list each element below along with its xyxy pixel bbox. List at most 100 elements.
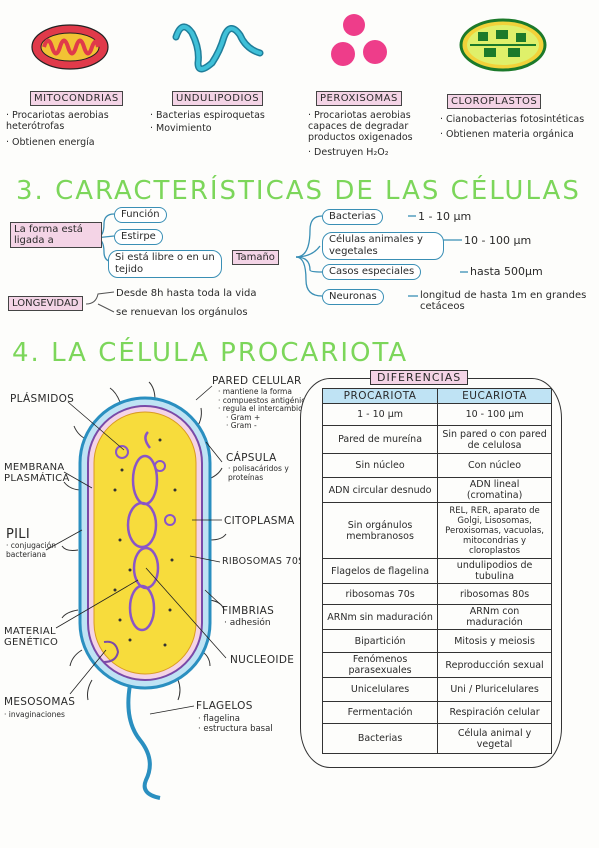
- cell-eucariota: Reproducción sexual: [437, 652, 552, 678]
- tamano-item-celulas: Células animales y vegetales: [322, 232, 444, 260]
- forma-item-estirpe: Estirpe: [114, 229, 163, 245]
- label-mesosomas-sub: · invaginaciones: [4, 710, 65, 719]
- pared-sub-line: · mantiene la forma: [218, 387, 292, 396]
- differences-title: DIFERENCIAS: [370, 370, 469, 385]
- cell-eucariota: Célula animal y vegetal: [437, 723, 552, 754]
- tamano-item-especiales: Casos especiales: [322, 264, 422, 280]
- label-pared-sub: · mantiene la forma · compuestos antigén…: [218, 387, 314, 431]
- cell-procariota: Bipartición: [321, 629, 439, 653]
- tamano-box: Tamaño: [232, 250, 279, 265]
- peroxisome-icon: [331, 14, 387, 66]
- longevidad-line: se renuevan los orgánulos: [116, 307, 248, 318]
- label-material: MATERIAL GENÉTICO: [4, 626, 59, 648]
- label-mesosomas: MESOSOMAS: [4, 696, 76, 708]
- forma-box: La forma está ligada a: [10, 222, 102, 248]
- cell-eucariota: REL, RER, aparato de Golgi, Lisosomas, P…: [437, 502, 552, 559]
- label-pili: PILI: [6, 527, 30, 542]
- label-ribosomas: RIBOSOMAS 70S: [222, 556, 305, 567]
- label-pili-sub: · conjugación bacteriana: [6, 541, 56, 559]
- note-line: · Bacterias espiroquetas: [150, 110, 265, 121]
- longevidad-line: Desde 8h hasta toda la vida: [116, 288, 257, 299]
- cell-procariota: 1 - 10 µm: [321, 403, 439, 426]
- organelle-title-mitocondrias: MITOCONDRIAS: [30, 91, 123, 106]
- label-capsula-sub: · polisacáridos y proteínas: [228, 464, 289, 482]
- label-fimbrias: FIMBRIAS: [222, 605, 275, 617]
- label-leader-lines: [45, 385, 227, 715]
- forma-item-funcion: Función: [114, 207, 167, 223]
- tamano-value-bacterias: 1 - 10 µm: [418, 210, 472, 223]
- organelle-notes-mitocondrias: · Procariotas aerobias heterótrofas · Ob…: [6, 110, 146, 148]
- tamano-value-especiales: hasta 500µm: [470, 265, 543, 278]
- cell-procariota: ADN circular desnudo: [321, 477, 439, 503]
- table-header-row: PROCARIOTA EUCARIOTA: [321, 388, 552, 404]
- section4-title: 4. La célula procariota: [12, 338, 409, 368]
- cell-procariota: ribosomas 70s: [321, 583, 439, 605]
- cell-eucariota: Con núcleo: [437, 453, 552, 478]
- cell-eucariota: ARNm con maduración: [437, 604, 552, 630]
- section3-connectors: [94, 213, 468, 297]
- cell-procariota: Sin orgánulos membranosos: [321, 502, 439, 559]
- note-line: · Obtienen energía: [6, 137, 95, 148]
- note-line: · Obtienen materia orgánica: [440, 129, 574, 140]
- pared-sub-line: · Gram +: [226, 412, 261, 422]
- capsula-sub-line: proteínas: [228, 472, 264, 482]
- note-line: · Movimiento: [150, 123, 212, 134]
- label-membrana: MEMBRANA PLASMÁTICA: [4, 462, 70, 484]
- cell-procariota: Sin núcleo: [321, 453, 439, 478]
- organelle-notes-cloroplastos: · Cianobacterias fotosintéticas · Obtien…: [440, 114, 590, 140]
- longevidad-box: LONGEVIDAD: [8, 296, 83, 311]
- cell-eucariota: Respiración celular: [437, 701, 552, 724]
- cell-eucariota: undulipodios de tubulina: [437, 558, 552, 584]
- label-flagelos: FLAGELOS: [196, 700, 253, 712]
- organelle-title-cloroplastos: CLOROPLASTOS: [447, 94, 542, 109]
- cell-eucariota: ribosomas 80s: [437, 583, 552, 605]
- cell-eucariota: Uni / Pluricelulares: [437, 677, 552, 702]
- longevidad-text: Desde 8h hasta toda la vida se renuevan …: [116, 284, 256, 322]
- cell-procariota: Fermentación: [321, 701, 439, 724]
- organelle-title-undulipodios: UNDULIPODIOS: [172, 91, 264, 106]
- cell-procariota: Pared de mureína: [321, 425, 439, 454]
- chloroplast-icon: [459, 18, 547, 72]
- capsula-sub-line: · polisacáridos y: [228, 464, 289, 473]
- tamano-item-neuronas: Neuronas: [322, 289, 384, 305]
- note-line: · Cianobacterias fotosintéticas: [440, 114, 585, 125]
- pared-sub-line: · compuestos antigénicos: [218, 395, 314, 405]
- mitochondria-icon: [31, 24, 109, 70]
- section3-title: 3. Características de las células: [16, 176, 581, 206]
- note-line: · Procariotas aerobias capaces de degrad…: [308, 110, 413, 143]
- organelle-title-peroxisomas: PEROXISOMAS: [316, 91, 402, 106]
- cell-eucariota: ADN lineal (cromatina): [437, 477, 552, 503]
- table-header-procariota: PROCARIOTA: [321, 388, 439, 404]
- label-capsula: CÁPSULA: [226, 452, 277, 464]
- label-pared: PARED CELULAR: [212, 375, 302, 387]
- undulipodio-icon: [172, 23, 264, 73]
- pared-sub-line: · regula el intercambio: [218, 404, 303, 413]
- label-fimbrias-sub: · adhesión: [224, 618, 271, 628]
- tamano-value-celulas: 10 - 100 µm: [464, 234, 532, 247]
- note-line: · Destruyen H₂O₂: [308, 147, 389, 158]
- prokaryote-cell-diagram: [61, 381, 227, 800]
- cell-procariota: Bacterias: [321, 723, 439, 754]
- cell-procariota: Unicelulares: [321, 677, 439, 702]
- table-header-eucariota: EUCARIOTA: [437, 388, 552, 404]
- flagelos-sub-line: · estructura basal: [198, 724, 273, 734]
- cell-procariota: Flagelos de flagelina: [321, 558, 439, 584]
- forma-item-libre: Si está libre o en un tejido: [108, 250, 222, 278]
- organelle-notes-peroxisomas: · Procariotas aerobias capaces de degrad…: [308, 110, 438, 158]
- pared-sub-line: · Gram -: [226, 421, 257, 430]
- cell-eucariota: Mitosis y meiosis: [437, 629, 552, 653]
- label-plasmidos: PLÁSMIDOS: [10, 393, 75, 405]
- note-line: · Procariotas aerobias heterótrofas: [6, 110, 109, 132]
